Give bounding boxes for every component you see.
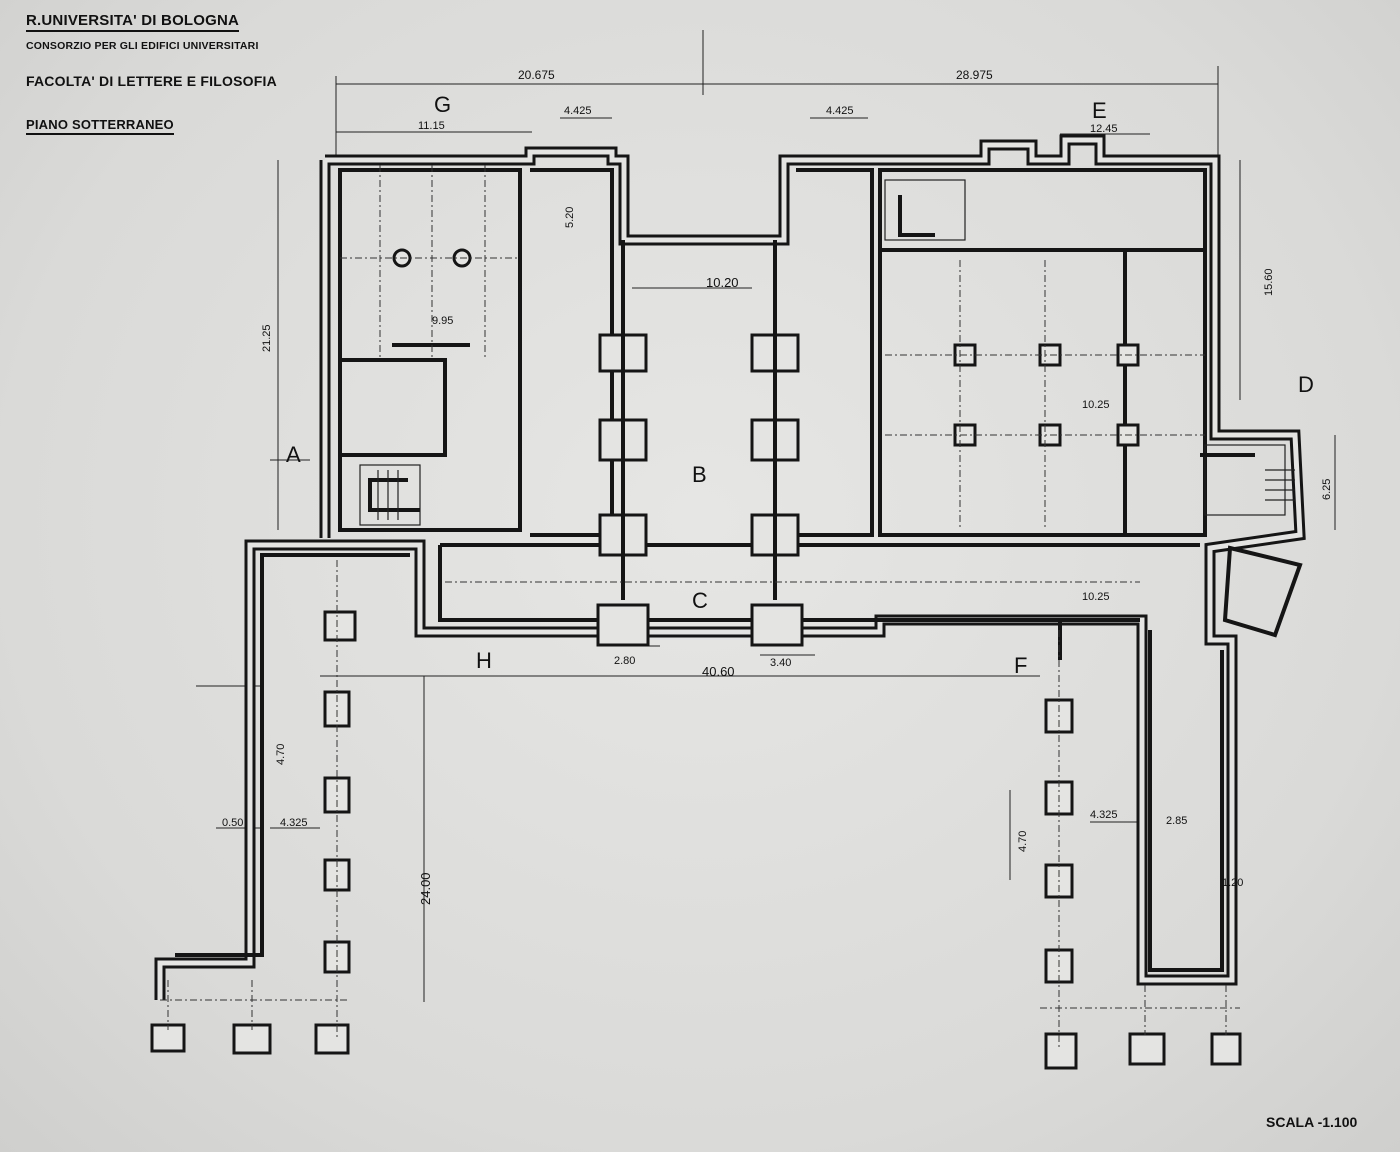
dim-f-wall: 2.85: [1166, 815, 1187, 827]
corridor-piers: [596, 240, 804, 647]
consortium-subtitle: CONSORZIO PER GLI EDIFICI UNIVERSITARI: [26, 40, 259, 52]
stair-e-icon: [884, 179, 966, 241]
dim-wing-h: 24.00: [418, 872, 433, 905]
faculty-title: FACOLTA' DI LETTERE E FILOSOFIA: [26, 73, 277, 89]
wing-label-b: B: [692, 462, 707, 487]
dim-c-pier: 2.80: [614, 655, 635, 667]
wing-label-a: A: [286, 442, 301, 467]
dim-f-low: 1.20: [1222, 877, 1243, 889]
institution-title: R.UNIVERSITA' DI BOLOGNA: [26, 12, 240, 32]
wing-label-h: H: [476, 648, 492, 673]
dim-right-height: 15.60: [1263, 268, 1275, 296]
interior-walls: [175, 168, 1303, 972]
wing-labels: A B C D E F G H: [286, 92, 1314, 678]
wing-label-g: G: [434, 92, 451, 117]
wing-label-e: E: [1092, 98, 1107, 123]
dim-top-right: 28.975: [956, 68, 993, 82]
dim-e-top2: 4.425: [826, 105, 854, 117]
dim-c-span: 3.40: [770, 657, 791, 669]
floor-title: PIANO SOTTERRANEO: [26, 117, 174, 135]
dim-e-mid: 10.25: [1082, 399, 1110, 411]
dim-f-bay2: 4.70: [1017, 831, 1029, 852]
dim-f-bay: 4.325: [1090, 809, 1118, 821]
dim-g-width: 11.15: [418, 120, 445, 132]
dim-top-left: 20.675: [518, 68, 555, 82]
dim-d-height: 6.25: [1321, 479, 1333, 500]
dim-h-bay: 4.325: [280, 817, 308, 829]
dim-top-small: 4.425: [564, 105, 592, 117]
wing-label-d: D: [1298, 372, 1314, 397]
dim-h-bay2: 4.70: [275, 744, 287, 765]
dim-g-mid: 9.95: [432, 315, 453, 327]
scale-label: SCALA -1.100: [1266, 1114, 1358, 1130]
exterior-walls: [154, 134, 1306, 1000]
dim-left-height: 21.25: [261, 324, 273, 352]
dim-c-mid: 10.25: [1082, 591, 1110, 603]
dimension-values: 20.675 28.975 11.15 4.425 4.425 12.45 10…: [222, 68, 1333, 905]
dim-corridor-b: 10.20: [706, 275, 739, 290]
dimension-lines: [196, 30, 1336, 1002]
wing-piers: [150, 560, 1242, 1070]
grid-centerlines: [340, 165, 1205, 583]
wing-label-c: C: [692, 588, 708, 613]
stair-d-icon: [1200, 444, 1295, 516]
dim-h-wall: 0.50: [222, 817, 243, 829]
dim-b-bay: 5.20: [564, 207, 576, 228]
wing-label-f: F: [1014, 653, 1027, 678]
stair-a-icon: [359, 464, 421, 526]
dim-e-top: 12.45: [1090, 123, 1118, 135]
dim-total-bottom: 40.60: [702, 664, 735, 679]
